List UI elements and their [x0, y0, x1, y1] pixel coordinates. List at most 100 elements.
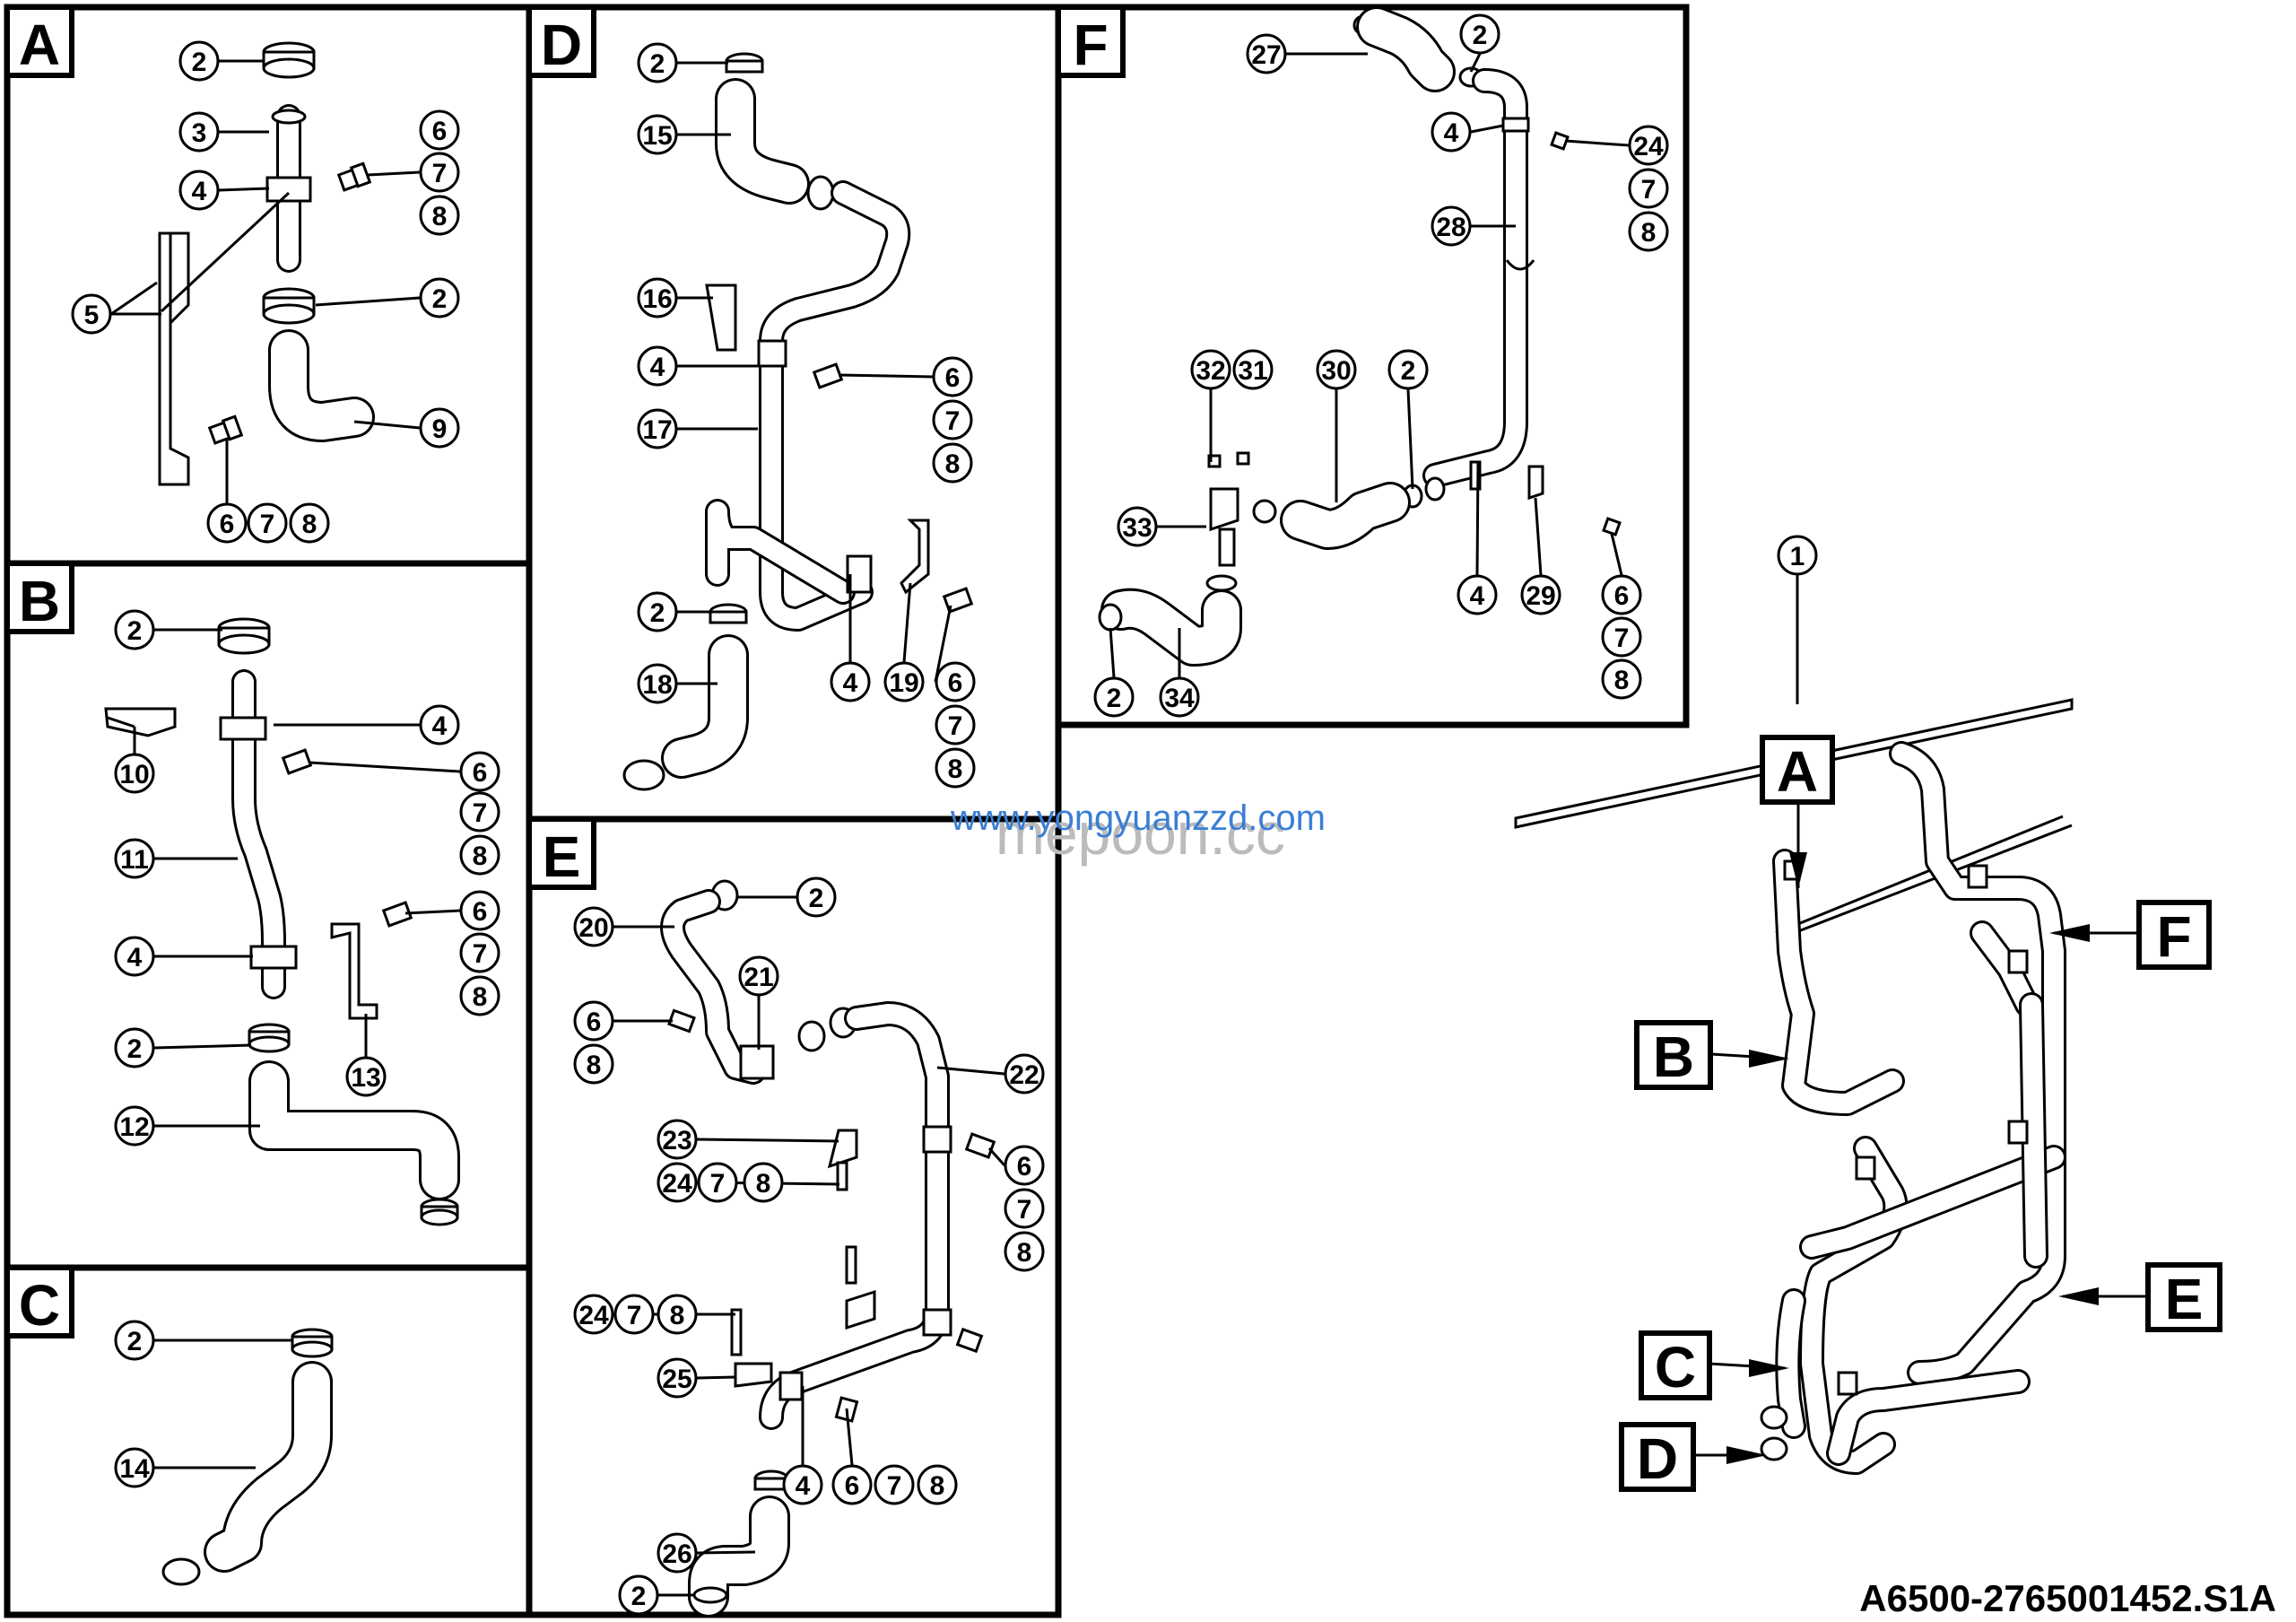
callout-label: 7 — [627, 1301, 642, 1330]
callout-e-9: 7 — [697, 1162, 738, 1203]
callout-e-8: 24 — [657, 1162, 698, 1203]
callout-label: 2 — [192, 48, 207, 77]
callout-label: 24 — [1633, 132, 1664, 161]
leader-line — [936, 1066, 1005, 1076]
panel-tag-c: C — [4, 1265, 74, 1339]
callout-b-3: 6 — [459, 751, 500, 792]
callout-label: 32 — [1196, 356, 1225, 386]
overview-assembly — [1514, 698, 2074, 1475]
panel-b-parts — [104, 617, 460, 1226]
leader-line — [838, 373, 934, 379]
callout-label: 6 — [473, 897, 488, 927]
overview-tag-f: F — [2136, 900, 2212, 970]
svg-text:E: E — [543, 824, 581, 889]
callout-e-3: 6 — [573, 1000, 614, 1042]
callout-f-8: 31 — [1232, 349, 1274, 390]
callout-label: 7 — [1641, 175, 1657, 205]
svg-text:F: F — [2156, 904, 2191, 969]
callout-label: 2 — [650, 49, 665, 79]
callout-label: 3 — [192, 118, 207, 148]
callout-d-8: 2 — [637, 591, 678, 632]
callout-label: 13 — [351, 1063, 380, 1093]
callout-b-4: 7 — [459, 791, 500, 833]
callout-c-1: 14 — [114, 1447, 155, 1488]
panel-e-parts — [660, 879, 996, 1618]
callout-e-19: 7 — [874, 1464, 915, 1505]
callout-label: 6 — [220, 510, 235, 539]
callout-label: 26 — [662, 1539, 691, 1569]
callout-label: 7 — [948, 711, 963, 741]
leader-line — [696, 1138, 839, 1143]
svg-text:B: B — [19, 569, 60, 633]
callout-label: 6 — [587, 1007, 602, 1037]
callout-label: 24 — [662, 1169, 692, 1199]
callout-label: 2 — [650, 598, 665, 628]
panel-frames — [4, 4, 1690, 1618]
callout-e-0: 2 — [796, 876, 837, 918]
callout-label: 2 — [127, 1034, 143, 1064]
callout-e-20: 8 — [917, 1464, 958, 1505]
callout-f-13: 29 — [1520, 574, 1561, 615]
callout-f-10: 2 — [1387, 349, 1429, 390]
callout-e-14: 7 — [613, 1294, 655, 1335]
svg-text:1: 1 — [1790, 542, 1805, 571]
overview-item-callout: 1 — [1777, 535, 1818, 576]
callout-d-13: 7 — [935, 704, 976, 746]
svg-text:D: D — [1637, 1426, 1678, 1491]
callout-label: 4 — [843, 668, 858, 698]
callout-label: 25 — [662, 1365, 691, 1394]
drawing-code: A6500-2765001452.S1A — [1859, 1577, 2276, 1619]
callout-b-8: 7 — [459, 932, 500, 973]
leader-line — [1610, 533, 1623, 576]
callout-e-22: 2 — [618, 1574, 659, 1616]
callout-a-5: 8 — [419, 195, 460, 236]
callout-label: 8 — [948, 754, 963, 784]
callout-e-13: 24 — [573, 1294, 614, 1335]
callout-label: 7 — [710, 1169, 726, 1199]
callout-label: 29 — [1526, 581, 1555, 611]
callout-label: 17 — [642, 415, 672, 445]
callout-f-6: 28 — [1431, 205, 1472, 247]
svg-text:F: F — [1073, 13, 1108, 77]
callout-label: 28 — [1436, 213, 1465, 242]
callout-e-21: 26 — [657, 1532, 698, 1574]
callout-f-3: 24 — [1628, 125, 1669, 166]
callout-label: 6 — [1614, 581, 1630, 611]
leader-line — [845, 1408, 854, 1466]
callout-d-1: 15 — [637, 114, 678, 155]
callout-d-4: 6 — [932, 356, 973, 397]
watermark-logo: mepoon.cc — [996, 800, 1285, 867]
callout-b-6: 11 — [114, 838, 155, 879]
callout-e-10: 8 — [743, 1162, 784, 1203]
callout-label: 7 — [432, 159, 448, 188]
callout-d-14: 8 — [935, 747, 976, 789]
callout-d-3: 4 — [637, 345, 678, 387]
overview-tag-b: B — [1634, 1020, 1713, 1090]
panel-tag-b: B — [4, 561, 74, 634]
callout-d-6: 8 — [932, 442, 973, 484]
callout-e-1: 20 — [573, 906, 614, 947]
callout-label: 6 — [948, 668, 963, 698]
overview-tag-d: D — [1619, 1422, 1696, 1492]
callout-b-2: 10 — [114, 753, 155, 794]
leader-line — [107, 716, 135, 728]
callout-label: 30 — [1321, 356, 1351, 386]
svg-text:C: C — [1655, 1335, 1696, 1400]
callout-f-11: 33 — [1117, 506, 1158, 547]
overview-tag-c: C — [1639, 1330, 1712, 1400]
callout-label: 23 — [662, 1126, 691, 1155]
callout-d-0: 2 — [637, 42, 678, 83]
callout-f-18: 34 — [1159, 676, 1200, 718]
callout-label: 8 — [473, 842, 488, 871]
callout-b-5: 8 — [459, 834, 500, 876]
callout-label: 20 — [578, 913, 608, 943]
callout-label: 6 — [473, 758, 488, 788]
callout-label: 8 — [945, 449, 961, 479]
callout-label: 7 — [1614, 624, 1630, 653]
callout-b-0: 2 — [114, 609, 155, 650]
panel-tag-d: D — [526, 4, 596, 78]
svg-text:E: E — [2165, 1267, 2204, 1331]
callout-label: 8 — [1641, 218, 1657, 248]
panel-a-parts — [158, 41, 375, 486]
callout-label: 8 — [930, 1471, 945, 1501]
